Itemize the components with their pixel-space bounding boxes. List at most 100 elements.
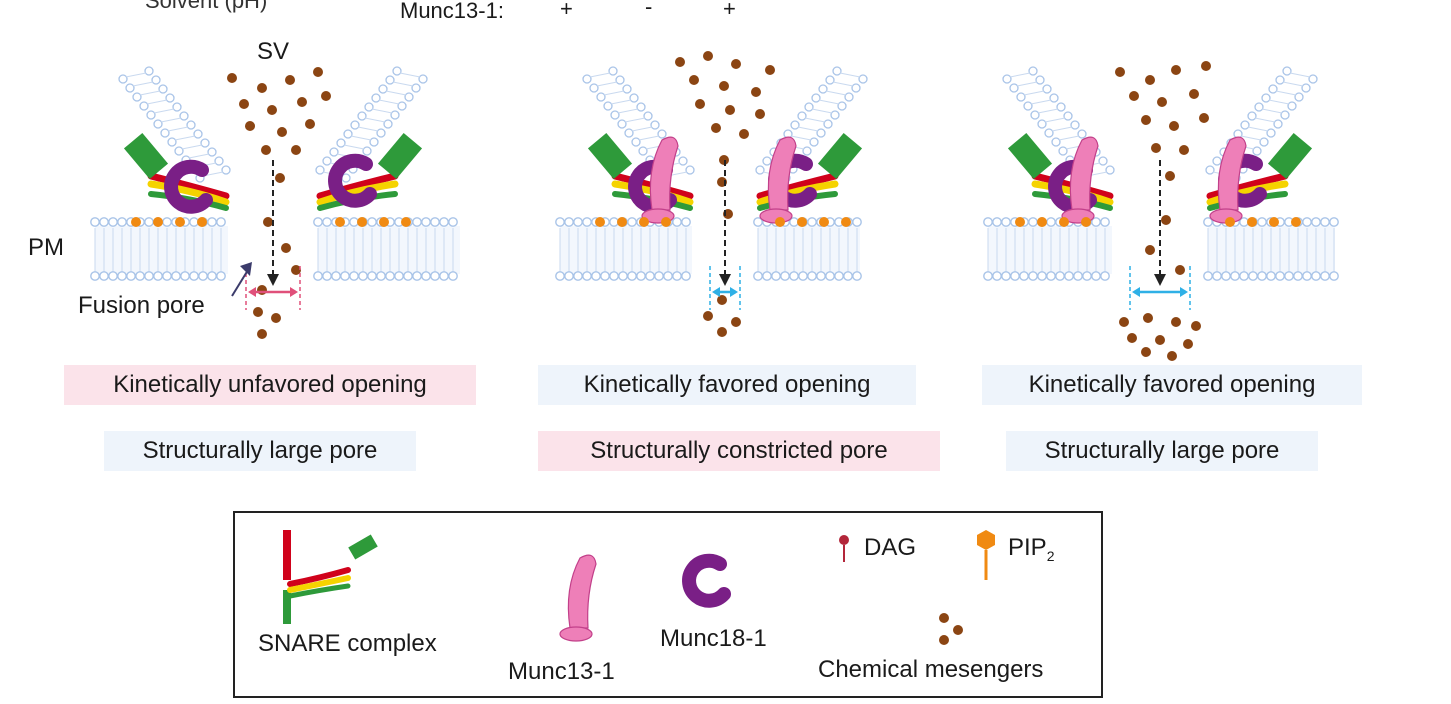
legend-dag-head (839, 535, 849, 545)
vesicle-lipid (125, 83, 135, 93)
lipid-head (654, 271, 664, 281)
vesicle-lipid (636, 102, 646, 112)
messenger-dot (1179, 145, 1189, 155)
vesicle-lipid (1042, 84, 1052, 94)
vesicle-lipid (1063, 111, 1073, 121)
vesicle-lipid (1009, 83, 1019, 93)
lipid-head (1248, 271, 1258, 281)
vesicle-lipid (165, 93, 175, 103)
lipid-head (1275, 271, 1285, 281)
lipid-head (108, 217, 118, 227)
messenger-dot (717, 327, 727, 337)
munc13-right (1209, 136, 1247, 224)
legend-munc13-label: Munc13-1 (508, 658, 615, 685)
vesicle-lipid (1035, 75, 1045, 85)
lipid-head (555, 217, 565, 227)
vesicle-tail (631, 126, 653, 132)
vesicle-tail (832, 81, 854, 87)
lipid-head (807, 271, 817, 281)
vesicle-lipid (816, 128, 826, 138)
vesicle-tail (617, 108, 639, 114)
fusion-pore-label: Fusion pore (78, 292, 205, 319)
vesicle-tail (610, 99, 632, 105)
vesicle-lipid (397, 101, 407, 111)
messenger-dot (297, 97, 307, 107)
vesicle-lipid (657, 129, 667, 139)
vesicle-tail (624, 117, 646, 123)
vesicle-tail (825, 90, 847, 96)
vesicle-tail (797, 126, 819, 132)
lipid-head (403, 271, 413, 281)
lipid-head (198, 271, 208, 281)
lipid-head (1019, 271, 1029, 281)
pm-left-leaflets (983, 217, 1112, 281)
vesicle-lipid (1205, 165, 1215, 175)
lipid-head (189, 271, 199, 281)
lipid-head (1046, 217, 1056, 227)
lipid-head (816, 271, 826, 281)
legend-snare-yellow (287, 575, 351, 593)
pip2-lipid (797, 217, 807, 227)
lipid-head (322, 271, 332, 281)
snare-tm-domain (1007, 132, 1053, 180)
vesicle-lipid (153, 119, 163, 129)
lipid-head (367, 217, 377, 227)
bilayer-core (560, 226, 692, 274)
lipid-head (1329, 271, 1339, 281)
lipid-head (448, 217, 458, 227)
vesicle-lipid (1016, 92, 1026, 102)
vesicle-lipid (802, 146, 812, 156)
vesicle-lipid (158, 84, 168, 94)
legend-munc13-icon (559, 554, 597, 642)
vesicle-lipid (315, 165, 325, 175)
vesicle-lipid (1252, 146, 1262, 156)
lipid-head (1239, 271, 1249, 281)
lipid-head (367, 271, 377, 281)
messenger-dot (305, 119, 315, 129)
vesicle-lipid (144, 66, 154, 76)
messenger-dot (719, 81, 729, 91)
lipid-head (322, 217, 332, 227)
vesicle-tail (1254, 117, 1276, 123)
vesicle-lipid (596, 92, 606, 102)
vesicle-tail (378, 99, 400, 105)
lipid-head (412, 271, 422, 281)
legend-dag-label: DAG (864, 534, 917, 561)
legend-pip2-icon (977, 530, 995, 580)
vesicle-lipid (390, 110, 400, 120)
vesicle-tail (343, 144, 365, 150)
messenger-dot (751, 87, 761, 97)
lipid-head (672, 271, 682, 281)
snare-red-helix (756, 172, 839, 200)
vesicle-lipid (1056, 102, 1066, 112)
pore-flux-arrow-head (719, 274, 731, 286)
messenger-dot (1151, 143, 1161, 153)
lipid-head (340, 271, 350, 281)
legend-snare-green (287, 583, 351, 599)
panel-3-pore-tag: Structurally large pore (1006, 431, 1318, 471)
vesicle-lipid (350, 120, 360, 130)
vesicle-tail (1037, 108, 1059, 114)
messenger-dot (1127, 333, 1137, 343)
vesicle-lipid (1275, 75, 1285, 85)
legend-messenger-dot (939, 635, 949, 645)
snare-yellow-helix (316, 180, 399, 206)
vesicle-lipid (832, 66, 842, 76)
pore-width-arrowhead-left (712, 287, 720, 297)
lipid-head (1311, 217, 1321, 227)
vesicle-lipid (1287, 101, 1297, 111)
lipid-head (216, 217, 226, 227)
vesicle-lipid (362, 146, 372, 156)
vesicle-tail (1023, 90, 1045, 96)
munc18-right (328, 153, 377, 208)
vesicle-lipid (200, 138, 210, 148)
panel-2-pore-tag: Structurally constricted pore (538, 431, 940, 471)
lipid-head (1073, 271, 1083, 281)
lipid-head (992, 271, 1002, 281)
pore-width-arrowhead-left (1132, 287, 1140, 297)
lipid-head (1100, 271, 1110, 281)
lipid-head (1293, 271, 1303, 281)
vesicle-lipid (790, 120, 800, 130)
lipid-head (834, 271, 844, 281)
messenger-dot (731, 59, 741, 69)
